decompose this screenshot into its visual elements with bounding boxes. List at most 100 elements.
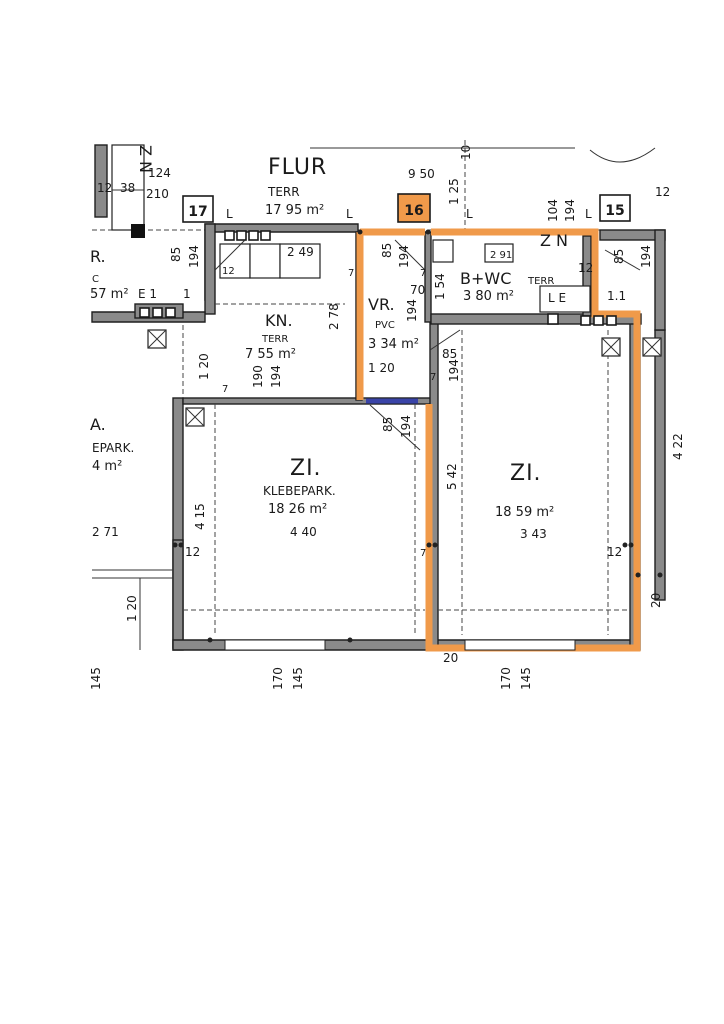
dim-210: 210 bbox=[146, 187, 169, 201]
dim-422: 4 22 bbox=[671, 433, 685, 460]
dim-120-a: 1 20 bbox=[197, 353, 211, 380]
wall-right-neighbor bbox=[654, 329, 666, 601]
door-swing-kitchen bbox=[214, 239, 246, 271]
dim-7-e: 7 bbox=[430, 372, 436, 383]
column-marker-3 bbox=[601, 337, 621, 357]
dim-415: 4 15 bbox=[193, 503, 207, 530]
door-swing-vr bbox=[394, 239, 426, 271]
column-marker-2 bbox=[185, 407, 205, 427]
label-vr: VR. bbox=[368, 295, 395, 314]
dim-145-c: 145 bbox=[89, 667, 103, 690]
dim-12-c: 12 bbox=[222, 266, 235, 277]
dim-194-d: 194 bbox=[397, 245, 411, 268]
fixture-square-2 bbox=[236, 230, 247, 241]
unit-16-number: 16 bbox=[404, 203, 423, 219]
label-zi-1-width: 4 40 bbox=[290, 525, 317, 539]
hatch-1 bbox=[139, 307, 150, 318]
dim-12-f: 12 bbox=[607, 545, 622, 559]
dim-194-h: 194 bbox=[399, 415, 413, 438]
label-bwc-terr: TERR bbox=[527, 276, 554, 287]
dim-145-a: 145 bbox=[291, 667, 305, 690]
fixture-square-3 bbox=[248, 230, 259, 241]
dim-85-a: 85 bbox=[169, 247, 183, 262]
label-l-1: L bbox=[226, 207, 233, 221]
dim-12-b: 12 bbox=[655, 185, 670, 199]
label-zi-2: ZI. bbox=[510, 461, 542, 486]
dim-7-b: 7 bbox=[222, 384, 228, 395]
bath-tub bbox=[484, 243, 514, 263]
label-zi-1: ZI. bbox=[290, 456, 322, 481]
kitchen-sink bbox=[249, 243, 281, 279]
dim-194-c: 194 bbox=[269, 365, 283, 388]
dim-542: 5 42 bbox=[445, 463, 459, 490]
hatch-3 bbox=[165, 307, 176, 318]
label-one-one: 1.1 bbox=[607, 289, 626, 303]
dim-194-f: 194 bbox=[447, 359, 461, 382]
dim-7-a: 7 bbox=[348, 268, 354, 279]
label-zi-1-floor: KLEBEPARK. bbox=[263, 484, 336, 498]
hatch-6 bbox=[606, 315, 617, 326]
dim-12-e: 12 bbox=[185, 545, 200, 559]
label-zn: Z N bbox=[540, 231, 568, 250]
hatch-5 bbox=[593, 315, 604, 326]
dim-125: 1 25 bbox=[447, 178, 461, 205]
unit-15-box bbox=[599, 194, 631, 222]
kitchen-counter bbox=[279, 243, 321, 279]
dim-104: 104 bbox=[546, 199, 560, 222]
label-l-4: L bbox=[585, 207, 592, 221]
label-e1: E 1 bbox=[138, 287, 157, 301]
dim-190: 190 bbox=[251, 365, 265, 388]
unit-17-number: 17 bbox=[188, 204, 207, 220]
dim-flur-width: 9 50 bbox=[408, 167, 435, 181]
label-l-2: L bbox=[346, 207, 353, 221]
label-zi-2-width: 3 43 bbox=[520, 527, 547, 541]
dim-7-d: 7 bbox=[420, 268, 426, 279]
label-left-r: R. bbox=[90, 247, 106, 266]
label-zi-1-area: 18 26 m² bbox=[268, 502, 327, 517]
shaft-box bbox=[111, 144, 145, 231]
column-marker-4 bbox=[642, 337, 662, 357]
dim-278: 2 78 bbox=[327, 303, 341, 330]
label-zn-vertical: Z N bbox=[136, 145, 155, 173]
dim-170-b: 170 bbox=[499, 667, 513, 690]
chimney-block bbox=[131, 224, 145, 238]
bath-fixture-2 bbox=[539, 285, 591, 313]
hatch-2 bbox=[152, 307, 163, 318]
dim-85-d: 85 bbox=[612, 249, 626, 264]
unit-16-box bbox=[397, 193, 431, 223]
dim-85-c: 85 bbox=[442, 347, 457, 361]
label-kn: KN. bbox=[265, 311, 293, 330]
label-left-c: C bbox=[92, 274, 99, 285]
label-bwc-area: 3 80 m² bbox=[463, 289, 514, 304]
fixture-square-1 bbox=[224, 230, 235, 241]
dim-7-c: 7 bbox=[420, 548, 426, 559]
label-bwc: B+WC bbox=[460, 269, 511, 288]
bath-fixture-1 bbox=[432, 239, 454, 263]
dim-194-e: 194 bbox=[405, 299, 419, 322]
label-one: 1 bbox=[183, 287, 191, 301]
unit-15-number: 15 bbox=[605, 203, 624, 219]
dim-70: 70 bbox=[410, 283, 425, 297]
label-left-area: 4 m² bbox=[92, 459, 122, 474]
dim-20-a: 20 bbox=[649, 593, 663, 608]
dim-20-b: 20 bbox=[443, 651, 458, 665]
dim-85-b: 85 bbox=[380, 243, 394, 258]
label-l-3: L bbox=[466, 207, 473, 221]
label-left-area-2: 57 m² bbox=[90, 287, 129, 302]
dim-145-b: 145 bbox=[519, 667, 533, 690]
dim-124: 124 bbox=[148, 166, 171, 180]
dimension-ticks bbox=[172, 229, 663, 643]
door-swing-right bbox=[604, 249, 641, 271]
dim-120-b: 1 20 bbox=[368, 361, 395, 375]
dim-10: 10 bbox=[459, 145, 473, 160]
label-vr-area: 3 34 m² bbox=[368, 337, 419, 352]
dim-170-a: 170 bbox=[271, 667, 285, 690]
hatch-4 bbox=[580, 315, 591, 326]
label-kn-terr: TERR bbox=[261, 334, 288, 345]
dim-12-a: 12 bbox=[97, 181, 112, 195]
door-swing-room2 bbox=[429, 329, 461, 351]
dim-291: 2 91 bbox=[490, 250, 512, 261]
label-left-floor: EPARK. bbox=[92, 441, 134, 455]
wall-right-top bbox=[654, 229, 666, 331]
